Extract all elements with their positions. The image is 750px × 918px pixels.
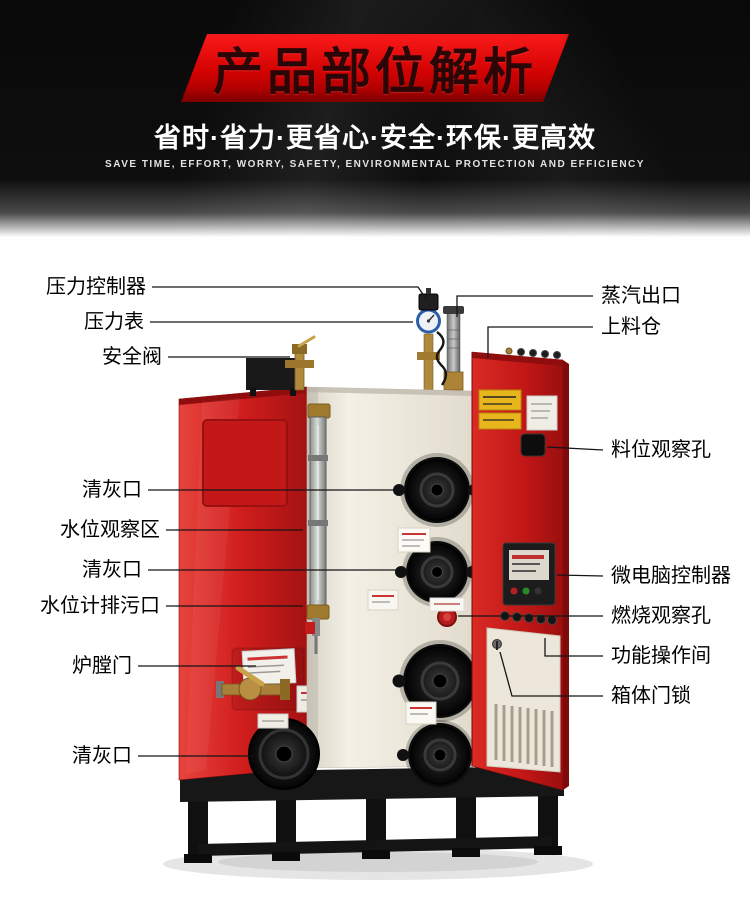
callout-line-material-level-window [546, 446, 604, 451]
title-banner: 产品部位解析 [181, 34, 569, 102]
warning-sticker [478, 389, 522, 430]
microcomputer-control-panel [502, 542, 556, 606]
combustion-observation-fitting [437, 607, 457, 627]
header: 产品部位解析 省时·省力·更省心·安全·环保·更高效 SAVE TIME, EF… [0, 0, 750, 242]
ash-port-2 [395, 537, 478, 607]
callout-line-operation-compartment [544, 638, 603, 657]
ash-port-4 [397, 720, 482, 790]
sticker [405, 701, 437, 725]
callout-line-steam-outlet [456, 295, 593, 317]
bottom-ash-drum [248, 713, 320, 790]
right-cabinet [471, 347, 569, 791]
subtitle: 省时·省力·更省心·安全·环保·更高效 [154, 123, 596, 153]
sticker [429, 597, 465, 612]
furnace-door-valve [216, 665, 290, 701]
subtitle-english: SAVE TIME, EFFORT, WORRY, SAFETY, ENVIRO… [105, 159, 645, 170]
boiler-base [180, 766, 564, 863]
top-vent-box [246, 358, 300, 396]
callout-lines [138, 286, 604, 757]
steam-outlet-pipe [443, 306, 464, 391]
callout-line-pressure-controller [152, 286, 428, 301]
sticker [241, 648, 297, 686]
sticker [397, 527, 431, 553]
cabinet-lower-door [486, 627, 561, 773]
water-level-sight-glass [305, 403, 331, 654]
callout-line-cabinet-door-lock [499, 651, 603, 697]
sticker [367, 589, 399, 611]
ash-port-1 [393, 453, 480, 527]
page-title: 产品部位解析 [213, 44, 537, 100]
sticker [526, 395, 558, 431]
callout-line-microcomputer-controller [556, 574, 604, 577]
machine [163, 288, 593, 880]
safety-valve [285, 335, 316, 391]
callout-line-feed-hopper [487, 326, 593, 358]
material-level-window-slot [520, 433, 546, 457]
pressure-gauge-assembly [416, 288, 448, 391]
